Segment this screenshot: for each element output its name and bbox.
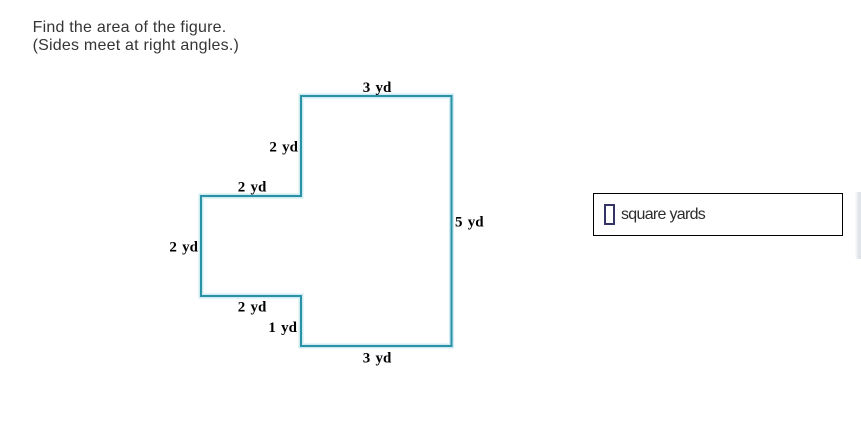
svg-text:3 yd: 3 yd bbox=[363, 80, 392, 96]
svg-text:3 yd: 3 yd bbox=[363, 351, 392, 367]
svg-text:5 yd: 5 yd bbox=[455, 214, 484, 230]
svg-text:2 yd: 2 yd bbox=[238, 179, 267, 195]
svg-text:2 yd: 2 yd bbox=[169, 240, 198, 256]
svg-text:2 yd: 2 yd bbox=[238, 300, 267, 316]
svg-text:2 yd: 2 yd bbox=[269, 140, 298, 156]
svg-text:1 yd: 1 yd bbox=[268, 320, 297, 336]
